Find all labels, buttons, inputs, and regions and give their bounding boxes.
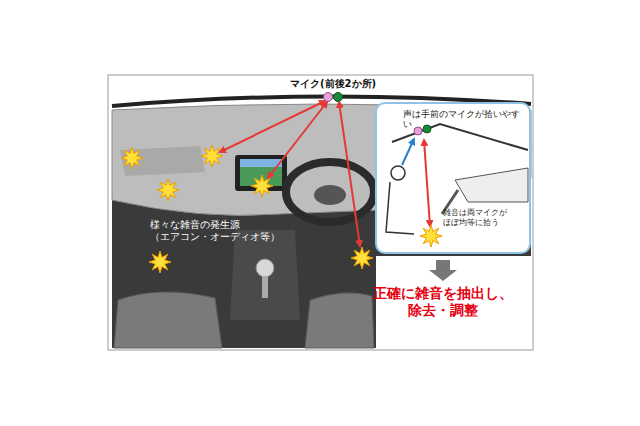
gear-stick (262, 276, 268, 298)
wheel-hub (314, 185, 346, 205)
front-mic (324, 93, 333, 102)
inset-seat (386, 182, 414, 234)
noise-arrow (268, 102, 327, 178)
noise-arrow (339, 102, 360, 246)
result-label: 正確に雑音を抽出し、除去・調整 (368, 285, 518, 319)
inset-head (391, 166, 405, 180)
inset-ground (376, 103, 530, 253)
callout-text: 雑音は両マイクがほぼ均等に拾う (443, 208, 513, 227)
noise-burst (149, 251, 171, 273)
voice-arrow (402, 139, 414, 165)
right-seat (305, 293, 374, 348)
gear-knob (256, 259, 274, 277)
steering-wheel (286, 162, 374, 222)
left-seat (114, 292, 222, 348)
inset-dashboard (455, 168, 528, 202)
inset-roof (392, 124, 528, 150)
noise-burst (201, 145, 223, 167)
nav-sky (240, 159, 282, 167)
mic-label: マイク(前後2か所) (290, 78, 376, 90)
rear-mic (334, 93, 343, 102)
result-arrow (429, 260, 457, 281)
callout-box: 声は手前のマイクが拾いやすい雑音は両マイクがほぼ均等に拾う (375, 102, 531, 254)
noise-burst (351, 247, 373, 269)
frame (108, 75, 533, 350)
noise-burst (251, 175, 273, 197)
noise-source-label: 様々な雑音の発生源 （エアコン・オーディオ等） (150, 219, 286, 243)
noise-burst (157, 179, 179, 201)
noise-burst (121, 147, 143, 169)
rear-mic (423, 125, 431, 133)
inset-noise-arrow (424, 140, 430, 226)
noise-arrow (220, 101, 325, 152)
front-mic (414, 127, 422, 135)
noise-burst (420, 225, 442, 247)
vent (120, 146, 205, 176)
callout-text: 声は手前のマイクが拾いやすい (403, 109, 527, 129)
console (230, 230, 300, 320)
